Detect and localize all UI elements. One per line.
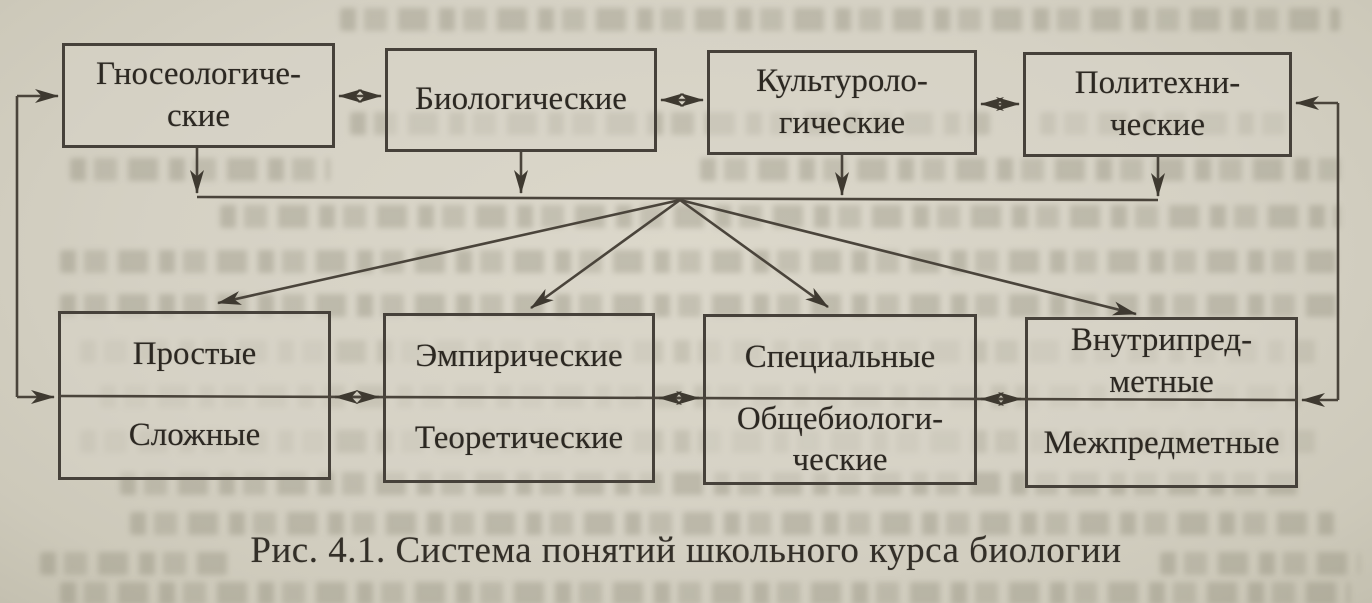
bleedthrough-noise: [60, 250, 1340, 273]
box-upper-cell: Простые: [61, 314, 328, 396]
box-label-line: Эмпирические: [415, 338, 623, 375]
box-label-line: ческие: [792, 442, 888, 479]
box-upper-cell: Эмпирические: [386, 316, 652, 398]
figure-caption: Рис. 4.1. Система понятий школьного курс…: [250, 530, 1122, 571]
bleedthrough-noise: [60, 582, 1350, 603]
box-empirical-theoretical: Эмпирические Теоретические: [383, 313, 655, 483]
bleedthrough-noise: [1160, 552, 1360, 575]
bleedthrough-noise: [130, 512, 1340, 535]
box-lower-cell: Сложные: [61, 396, 328, 478]
box-label-line: гические: [778, 104, 906, 141]
box-label-line: метные: [1109, 363, 1214, 400]
box-culturological: Культуроло- гические: [707, 50, 977, 155]
bleedthrough-noise: [40, 552, 230, 575]
box-label-line: Простые: [132, 335, 257, 372]
box-label-line: Гносеологиче-: [96, 55, 301, 92]
box-label-line: Межпредметные: [1043, 425, 1280, 462]
box-label-line: Общебиологи-: [736, 400, 944, 437]
box-label-line: Внутрипред-: [1070, 322, 1253, 358]
box-lower-cell: Теоретические: [386, 398, 652, 480]
box-label-line: ские: [167, 97, 230, 134]
box-label-line: Сложные: [128, 417, 261, 454]
bleedthrough-noise: [700, 158, 1340, 181]
box-label-line: Теоретические: [414, 420, 624, 457]
box-label-line: Политехни-: [1074, 64, 1241, 101]
bleedthrough-noise: [70, 158, 330, 181]
box-label-line: Специальные: [744, 339, 936, 376]
box-simple-complex: Простые Сложные: [58, 311, 331, 480]
box-intra-inter-subject: Внутрипред- метные Межпредметные: [1025, 317, 1298, 488]
box-special-generalbiological: Специальные Общебиологи- ческие: [703, 314, 977, 485]
box-lower-cell: Межпредметные: [1028, 403, 1295, 485]
box-biological: Биологические: [385, 48, 657, 152]
box-polytechnical: Политехни- ческие: [1023, 52, 1292, 157]
box-label-line: Биологические: [415, 81, 627, 118]
box-lower-cell: Общебиологи- ческие: [706, 399, 974, 482]
box-label-line: ческие: [1109, 106, 1206, 143]
box-upper-cell: Внутрипред- метные: [1028, 320, 1295, 403]
box-upper-cell: Специальные: [706, 317, 974, 399]
box-gnoseological: Гносеологиче- ские: [62, 43, 335, 148]
bleedthrough-noise: [220, 205, 1340, 228]
box-label-line: Культуроло-: [756, 62, 928, 99]
bleedthrough-noise: [340, 8, 1340, 31]
